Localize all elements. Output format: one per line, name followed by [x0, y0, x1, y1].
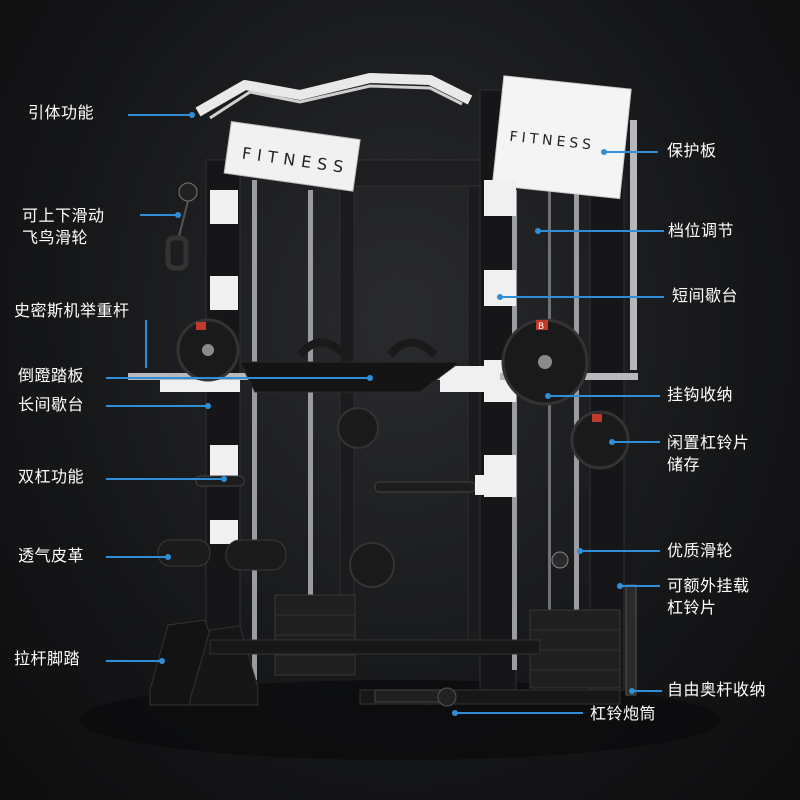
callout-sliding-pulley-text: 可上下滑动 飞鸟滑轮: [22, 206, 105, 247]
leader-dot: [221, 476, 227, 482]
leader-line-pulley-quality: [580, 550, 660, 552]
callout-landmine: 杠铃炮筒: [590, 704, 657, 723]
leader-line-hook: [548, 395, 660, 397]
leader-line-protect-plate: [604, 151, 658, 153]
leader-dot: [545, 393, 551, 399]
leader-line-foot-press: [106, 660, 162, 662]
leader-dot: [629, 688, 635, 694]
callout-hook-storage: 挂钩收纳: [667, 385, 734, 404]
leader-line-gear: [538, 230, 664, 232]
callout-leg-press-plate: 倒蹬踏板: [18, 366, 85, 385]
leader-dot: [189, 112, 195, 118]
leader-dot: [497, 294, 503, 300]
callout-gear-adjust: 档位调节: [668, 221, 735, 240]
leader-dot: [535, 228, 541, 234]
callout-long-rest: 长间歇台: [18, 395, 85, 414]
leader-dot: [159, 658, 165, 664]
leader-line-pulley: [140, 214, 178, 216]
callout-protect-plate: 保护板: [667, 141, 717, 160]
callout-extra-plates: 可额外挂载 杠铃片: [667, 575, 792, 619]
callout-leather: 透气皮革: [18, 546, 85, 565]
leader-line-plate-storage: [612, 441, 660, 443]
leader-dot: [367, 375, 373, 381]
leader-dot: [601, 149, 607, 155]
callout-pullup: 引体功能: [28, 103, 95, 122]
leader-line-landmine: [455, 712, 583, 714]
leader-dot: [175, 212, 181, 218]
callout-foot-press: 拉杆脚踏: [14, 649, 81, 668]
leader-dot: [617, 583, 623, 589]
callout-quality-pulley: 优质滑轮: [667, 541, 734, 560]
callout-short-rest: 短间歇台: [672, 286, 739, 305]
callout-olympic-bar-storage: 自由奥杆收纳: [667, 680, 767, 699]
callout-smith-bar: 史密斯机举重杆: [14, 301, 130, 320]
callout-extra-plates-text: 可额外挂载 杠铃片: [667, 576, 750, 617]
leader-dot: [609, 439, 615, 445]
leader-line-extra-plates: [620, 585, 660, 587]
leader-line-dip: [106, 478, 224, 480]
callout-sliding-pulley: 可上下滑动 飞鸟滑轮: [22, 205, 142, 249]
plate-mark: B: [538, 322, 544, 332]
leader-line-smith-bar: [145, 320, 147, 368]
leader-line-long-rest: [106, 405, 208, 407]
leader-line-leg-press: [106, 377, 370, 379]
leader-line-olympic-bar: [632, 690, 662, 692]
leader-line-short-rest: [500, 296, 664, 298]
leader-dot: [452, 710, 458, 716]
leader-line-pullup: [128, 114, 192, 116]
callout-dip: 双杠功能: [18, 467, 85, 486]
leader-dot: [577, 548, 583, 554]
leader-dot: [165, 554, 171, 560]
leader-dot: [205, 403, 211, 409]
callout-plate-storage-text: 闲置杠铃片 储存: [667, 433, 750, 474]
leader-line-leather: [106, 556, 168, 558]
callout-plate-storage: 闲置杠铃片 储存: [667, 432, 792, 476]
